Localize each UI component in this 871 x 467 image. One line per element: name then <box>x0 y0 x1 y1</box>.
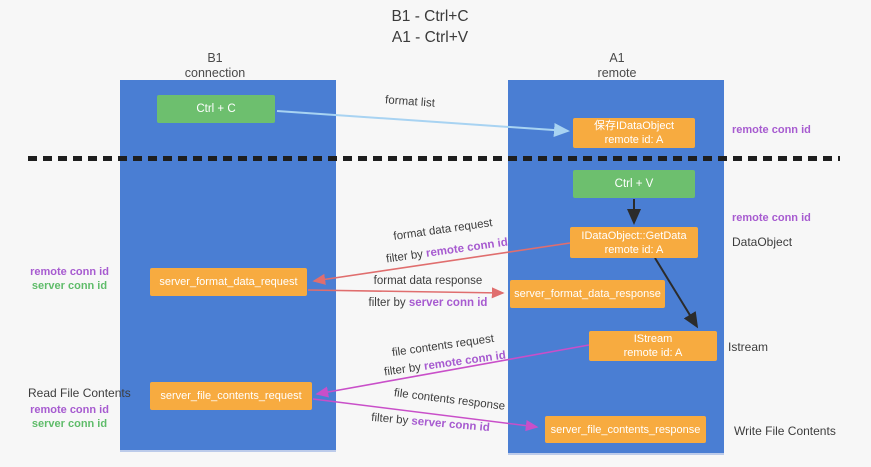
server-file-contents-response-box: server_file_contents_response <box>545 416 706 443</box>
left-lane-name: B1 <box>207 51 223 65</box>
getdata-box: IDataObject::GetData remote id: A <box>570 227 698 258</box>
left-bottom-server-conn-id-label: server conn id <box>31 418 108 430</box>
filter-by-text: filter by <box>370 411 412 428</box>
ctrl-c-label: Ctrl + C <box>196 103 236 115</box>
title-line-2: A1 - Ctrl+V <box>391 29 469 46</box>
ctrl-v-box: Ctrl + V <box>573 170 695 198</box>
left-server-conn-id-label: server conn id <box>31 280 108 292</box>
ctrl-v-label: Ctrl + V <box>614 178 654 190</box>
filter-by-text: filter by <box>368 297 409 309</box>
server-file-contents-response-label: server_file_contents_response <box>550 423 701 436</box>
left-lane-role: connection <box>184 66 246 80</box>
right-top-remote-conn-id-label: remote conn id <box>732 124 811 136</box>
read-file-contents-label: Read File Contents <box>28 386 131 400</box>
left-remote-conn-id-label: remote conn id <box>30 266 109 278</box>
istream-line2: remote id: A <box>623 347 683 359</box>
right-mid-remote-conn-id-label: remote conn id <box>732 212 811 224</box>
write-file-contents-label: Write File Contents <box>734 424 836 438</box>
filter-by-text: filter by <box>385 247 427 266</box>
format-data-response-filter-label: filter by server conn id <box>348 297 508 309</box>
dashed-separator <box>28 156 840 161</box>
server-file-contents-request-box: server_file_contents_request <box>150 382 312 410</box>
file-contents-response-label: file contents response <box>393 387 506 413</box>
format-data-response-label: format data response <box>373 275 483 287</box>
save-dataobject-line1: 保存IDataObject <box>593 120 675 132</box>
title-line-1: B1 - Ctrl+C <box>391 8 469 25</box>
getdata-line2: remote id: A <box>604 243 664 256</box>
getdata-line1: IDataObject::GetData <box>581 229 687 242</box>
dataobject-label: DataObject <box>732 235 793 249</box>
save-dataobject-box: 保存IDataObject remote id: A <box>573 118 695 148</box>
filter-by-text: filter by <box>383 360 425 379</box>
left-bottom-remote-conn-id-label: remote conn id <box>30 404 109 416</box>
server-format-data-response-label: server_format_data_response <box>514 288 661 300</box>
left-lane-header: B1 connection <box>145 51 285 81</box>
format-list-label: format list <box>384 94 436 110</box>
remote-conn-id-key: remote conn id <box>425 236 509 260</box>
istream-box: IStream remote id: A <box>589 331 717 361</box>
format-data-response-arrow <box>307 287 505 299</box>
right-lane-header: A1 remote <box>547 51 687 81</box>
diagram-title: B1 - Ctrl+C A1 - Ctrl+V <box>330 6 530 48</box>
server-conn-id-key: server conn id <box>410 415 491 435</box>
server-format-data-request-label: server_format_data_request <box>159 276 298 288</box>
istream-line1: IStream <box>633 333 673 345</box>
ctrl-c-box: Ctrl + C <box>157 95 275 123</box>
right-lane-name: A1 <box>609 51 625 65</box>
server-format-data-response-box: server_format_data_response <box>510 280 665 308</box>
server-conn-id-key: server conn id <box>408 297 488 309</box>
server-format-data-request-box: server_format_data_request <box>150 268 307 296</box>
istream-side-label: Istream <box>728 340 769 354</box>
file-contents-response-filter-label: filter by server conn id <box>348 410 513 436</box>
right-lane-role: remote <box>597 66 637 80</box>
server-file-contents-request-label: server_file_contents_request <box>160 390 302 402</box>
save-dataobject-line2: remote id: A <box>604 134 664 146</box>
